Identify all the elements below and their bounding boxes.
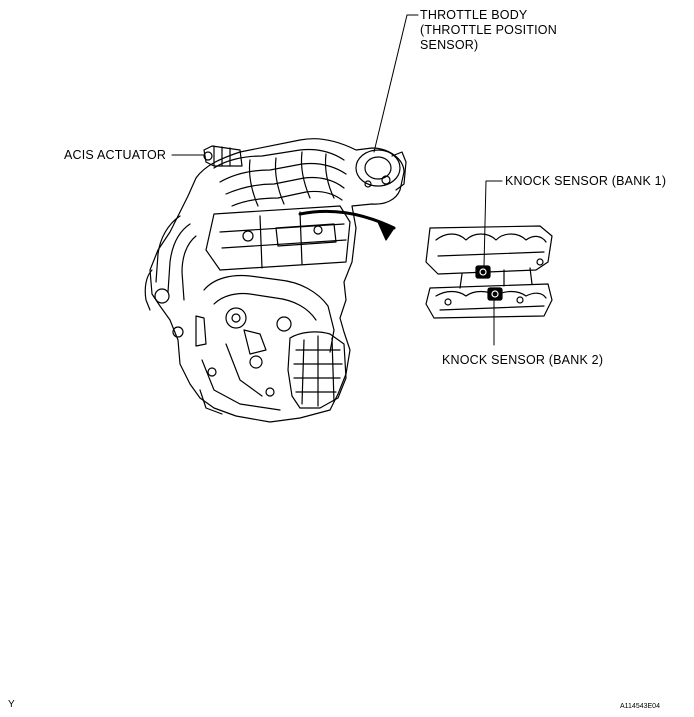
knock-sensor-bank-2-label: KNOCK SENSOR (BANK 2) — [442, 353, 604, 367]
knock-sensor-inset — [425, 225, 553, 319]
throttle-body-label: THROTTLE BODY (THROTTLE POSITION SENSOR) — [420, 8, 557, 53]
engine-illustration — [144, 138, 407, 423]
throttle-body-label-line-3: SENSOR) — [420, 38, 479, 52]
corner-mark-left: Y — [8, 699, 15, 710]
knock-sensor-bank-1-part — [475, 265, 491, 279]
knock-sensor-bank-2-part — [487, 287, 503, 301]
knock-sensor-bank-1-label: KNOCK SENSOR (BANK 1) — [505, 174, 667, 188]
figure-id: A114543E04 — [620, 703, 660, 710]
acis-actuator-label: ACIS ACTUATOR — [64, 148, 167, 162]
leader-lines — [171, 14, 503, 346]
pointer-arrow — [298, 209, 396, 241]
leader-line-throttle-body — [373, 14, 419, 153]
throttle-body-label-line-1: THROTTLE BODY — [420, 8, 528, 22]
leader-line-knock-sensor-bank-1 — [483, 180, 503, 267]
throttle-body-label-line-2: (THROTTLE POSITION — [420, 23, 557, 37]
